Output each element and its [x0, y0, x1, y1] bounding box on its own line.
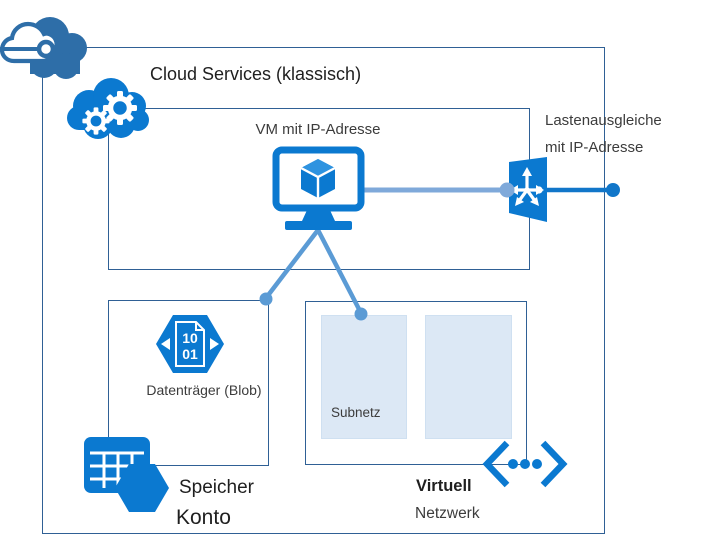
virtual-network-box — [305, 301, 527, 465]
azure-cloud-icon — [0, 17, 87, 79]
vnet-label-line1: Virtuell — [416, 477, 472, 495]
blob-label: Datenträger (Blob) — [146, 382, 262, 398]
cube-icon — [300, 159, 336, 198]
load-balancer-icon — [509, 157, 547, 222]
subnet-rect-1 — [321, 315, 407, 439]
external-endpoint-dot — [606, 183, 620, 197]
storage-hexagon-icon — [115, 464, 169, 512]
binary-text-2: 01 — [182, 346, 198, 362]
diagram-title: Cloud Services (klassisch) — [150, 64, 362, 84]
virtual-network-icon — [482, 440, 568, 488]
page-blob-icon: 10 01 — [156, 315, 224, 373]
gear-icon — [82, 91, 137, 135]
storage-label-line1: Speicher — [179, 477, 254, 498]
subnet-label: Subnetz — [331, 405, 381, 420]
virtual-machine-icon — [272, 146, 365, 230]
vm-label: VM mit IP-Adresse — [255, 121, 381, 138]
load-balancer-label-line2: mit IP-Adresse — [545, 139, 644, 156]
subnet-rect-2 — [425, 315, 512, 439]
vnet-label-line2: Netzwerk — [415, 505, 480, 522]
binary-text-1: 10 — [182, 330, 198, 346]
loadbalancer-port-dot — [535, 186, 543, 194]
cloud-services-gears-icon — [67, 78, 149, 139]
cloud-services-boundary-box — [42, 47, 605, 534]
storage-label-line2: Konto — [176, 506, 231, 529]
load-balancer-label-line1: Lastenausgleiche — [545, 112, 662, 129]
storage-account-box — [108, 300, 269, 466]
